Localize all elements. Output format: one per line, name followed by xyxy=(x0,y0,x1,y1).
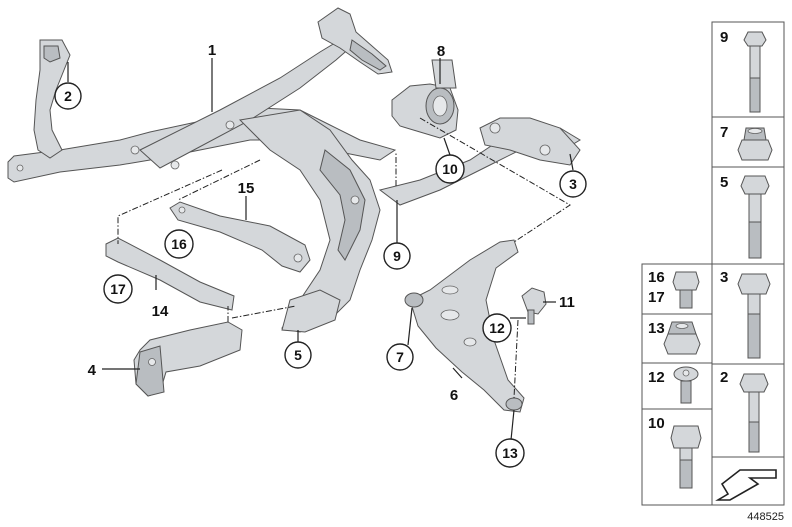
bolt-9-drawing xyxy=(743,31,767,113)
callout-10: 10 xyxy=(435,154,465,184)
brace-plate-part-15 xyxy=(169,201,311,273)
legend-label-12: 12 xyxy=(648,369,665,386)
callout-9: 9 xyxy=(383,242,411,270)
legend-label-7: 7 xyxy=(720,124,728,141)
bolt-2-drawing xyxy=(739,373,769,453)
rubber-mount-part-8 xyxy=(391,59,459,139)
bolt-16-17-drawing xyxy=(672,271,700,309)
svg-text:7: 7 xyxy=(396,349,404,365)
legend-label-9: 9 xyxy=(720,29,728,46)
assembly-lines xyxy=(117,117,571,399)
legend-label-10: 10 xyxy=(648,415,665,432)
callout-labels: 1 8 15 14 4 6 11 2 3 10 9 16 17 xyxy=(54,42,587,468)
fastener-legend: 9 7 5 16 17 3 13 12 2 10 xyxy=(641,21,785,506)
callout-16: 16 xyxy=(164,229,194,259)
svg-text:9: 9 xyxy=(393,248,401,264)
arrow-direction-icon xyxy=(715,469,777,501)
bracket-part-14 xyxy=(105,237,235,311)
diagram-number: 448525 xyxy=(747,511,784,523)
svg-text:13: 13 xyxy=(502,445,518,461)
legend-label-3: 3 xyxy=(720,269,728,286)
svg-text:3: 3 xyxy=(569,176,577,192)
svg-text:10: 10 xyxy=(442,161,458,177)
screw-12-drawing xyxy=(673,366,699,404)
callout-12: 12 xyxy=(482,313,512,343)
callout-7: 7 xyxy=(386,343,414,371)
leader-lines xyxy=(67,58,574,441)
support-part-4 xyxy=(133,321,243,397)
ball-joint-part-11 xyxy=(521,287,547,325)
front-axle-subframe xyxy=(7,7,581,333)
callout-13: 13 xyxy=(495,438,525,468)
callout-5: 5 xyxy=(284,341,312,369)
legend-label-2: 2 xyxy=(720,369,728,386)
svg-text:2: 2 xyxy=(64,88,72,104)
bolt-5-drawing xyxy=(740,175,770,259)
callout-11: 11 xyxy=(559,294,575,311)
nut-7-drawing xyxy=(737,127,773,161)
callout-17: 17 xyxy=(103,274,133,304)
legend-label-17: 17 xyxy=(648,289,665,306)
svg-text:5: 5 xyxy=(294,347,302,363)
svg-text:16: 16 xyxy=(171,236,187,252)
callout-8: 8 xyxy=(437,43,445,60)
callout-15: 15 xyxy=(238,180,255,197)
wishbone-part-6 xyxy=(404,239,525,413)
callout-1: 1 xyxy=(208,42,216,59)
callout-4: 4 xyxy=(88,362,97,379)
callout-3: 3 xyxy=(559,170,587,198)
legend-label-5: 5 xyxy=(720,174,728,191)
callout-6: 6 xyxy=(450,387,458,404)
bolt-3-drawing xyxy=(737,273,771,359)
legend-label-13: 13 xyxy=(648,320,665,337)
svg-text:12: 12 xyxy=(489,320,505,336)
svg-text:17: 17 xyxy=(110,281,126,297)
callout-14: 14 xyxy=(152,303,169,320)
nut-13-drawing xyxy=(663,321,701,355)
callout-2: 2 xyxy=(54,82,82,110)
legend-label-16: 16 xyxy=(648,269,665,286)
bolt-10-drawing xyxy=(670,425,702,489)
